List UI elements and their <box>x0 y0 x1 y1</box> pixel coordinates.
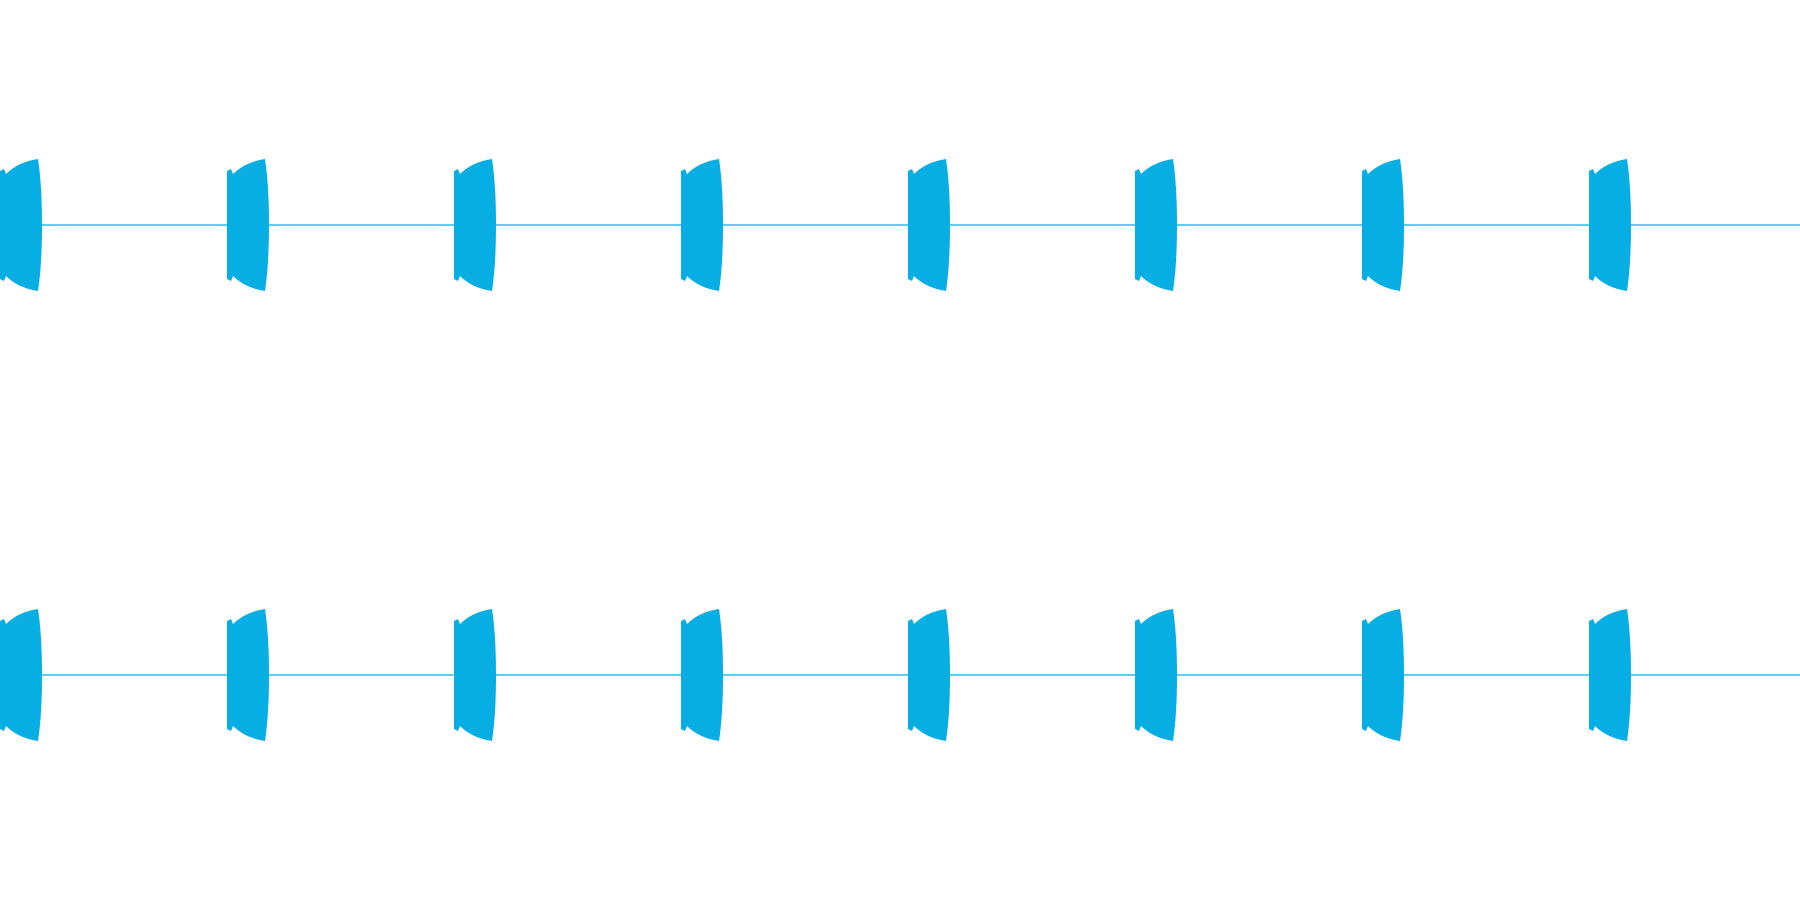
waveform-pulse <box>1135 609 1177 741</box>
waveform-pulse <box>681 159 723 291</box>
waveform-pulse <box>1589 609 1631 741</box>
waveform-pulse <box>1362 159 1404 291</box>
waveform-pulse <box>227 159 269 291</box>
waveform-pulse <box>1135 159 1177 291</box>
waveform-pulse <box>0 609 42 741</box>
waveform-pulse <box>227 609 269 741</box>
waveform-pulse <box>681 609 723 741</box>
waveform-pulse <box>1589 159 1631 291</box>
waveform-channel-1 <box>0 159 1800 291</box>
waveform-pulse <box>0 159 42 291</box>
waveform-pulse <box>908 609 950 741</box>
waveform-pulse <box>1362 609 1404 741</box>
waveform-pulse <box>454 609 496 741</box>
waveform-channel-2 <box>0 609 1800 741</box>
waveform-pulse <box>908 159 950 291</box>
waveform-pulse <box>454 159 496 291</box>
